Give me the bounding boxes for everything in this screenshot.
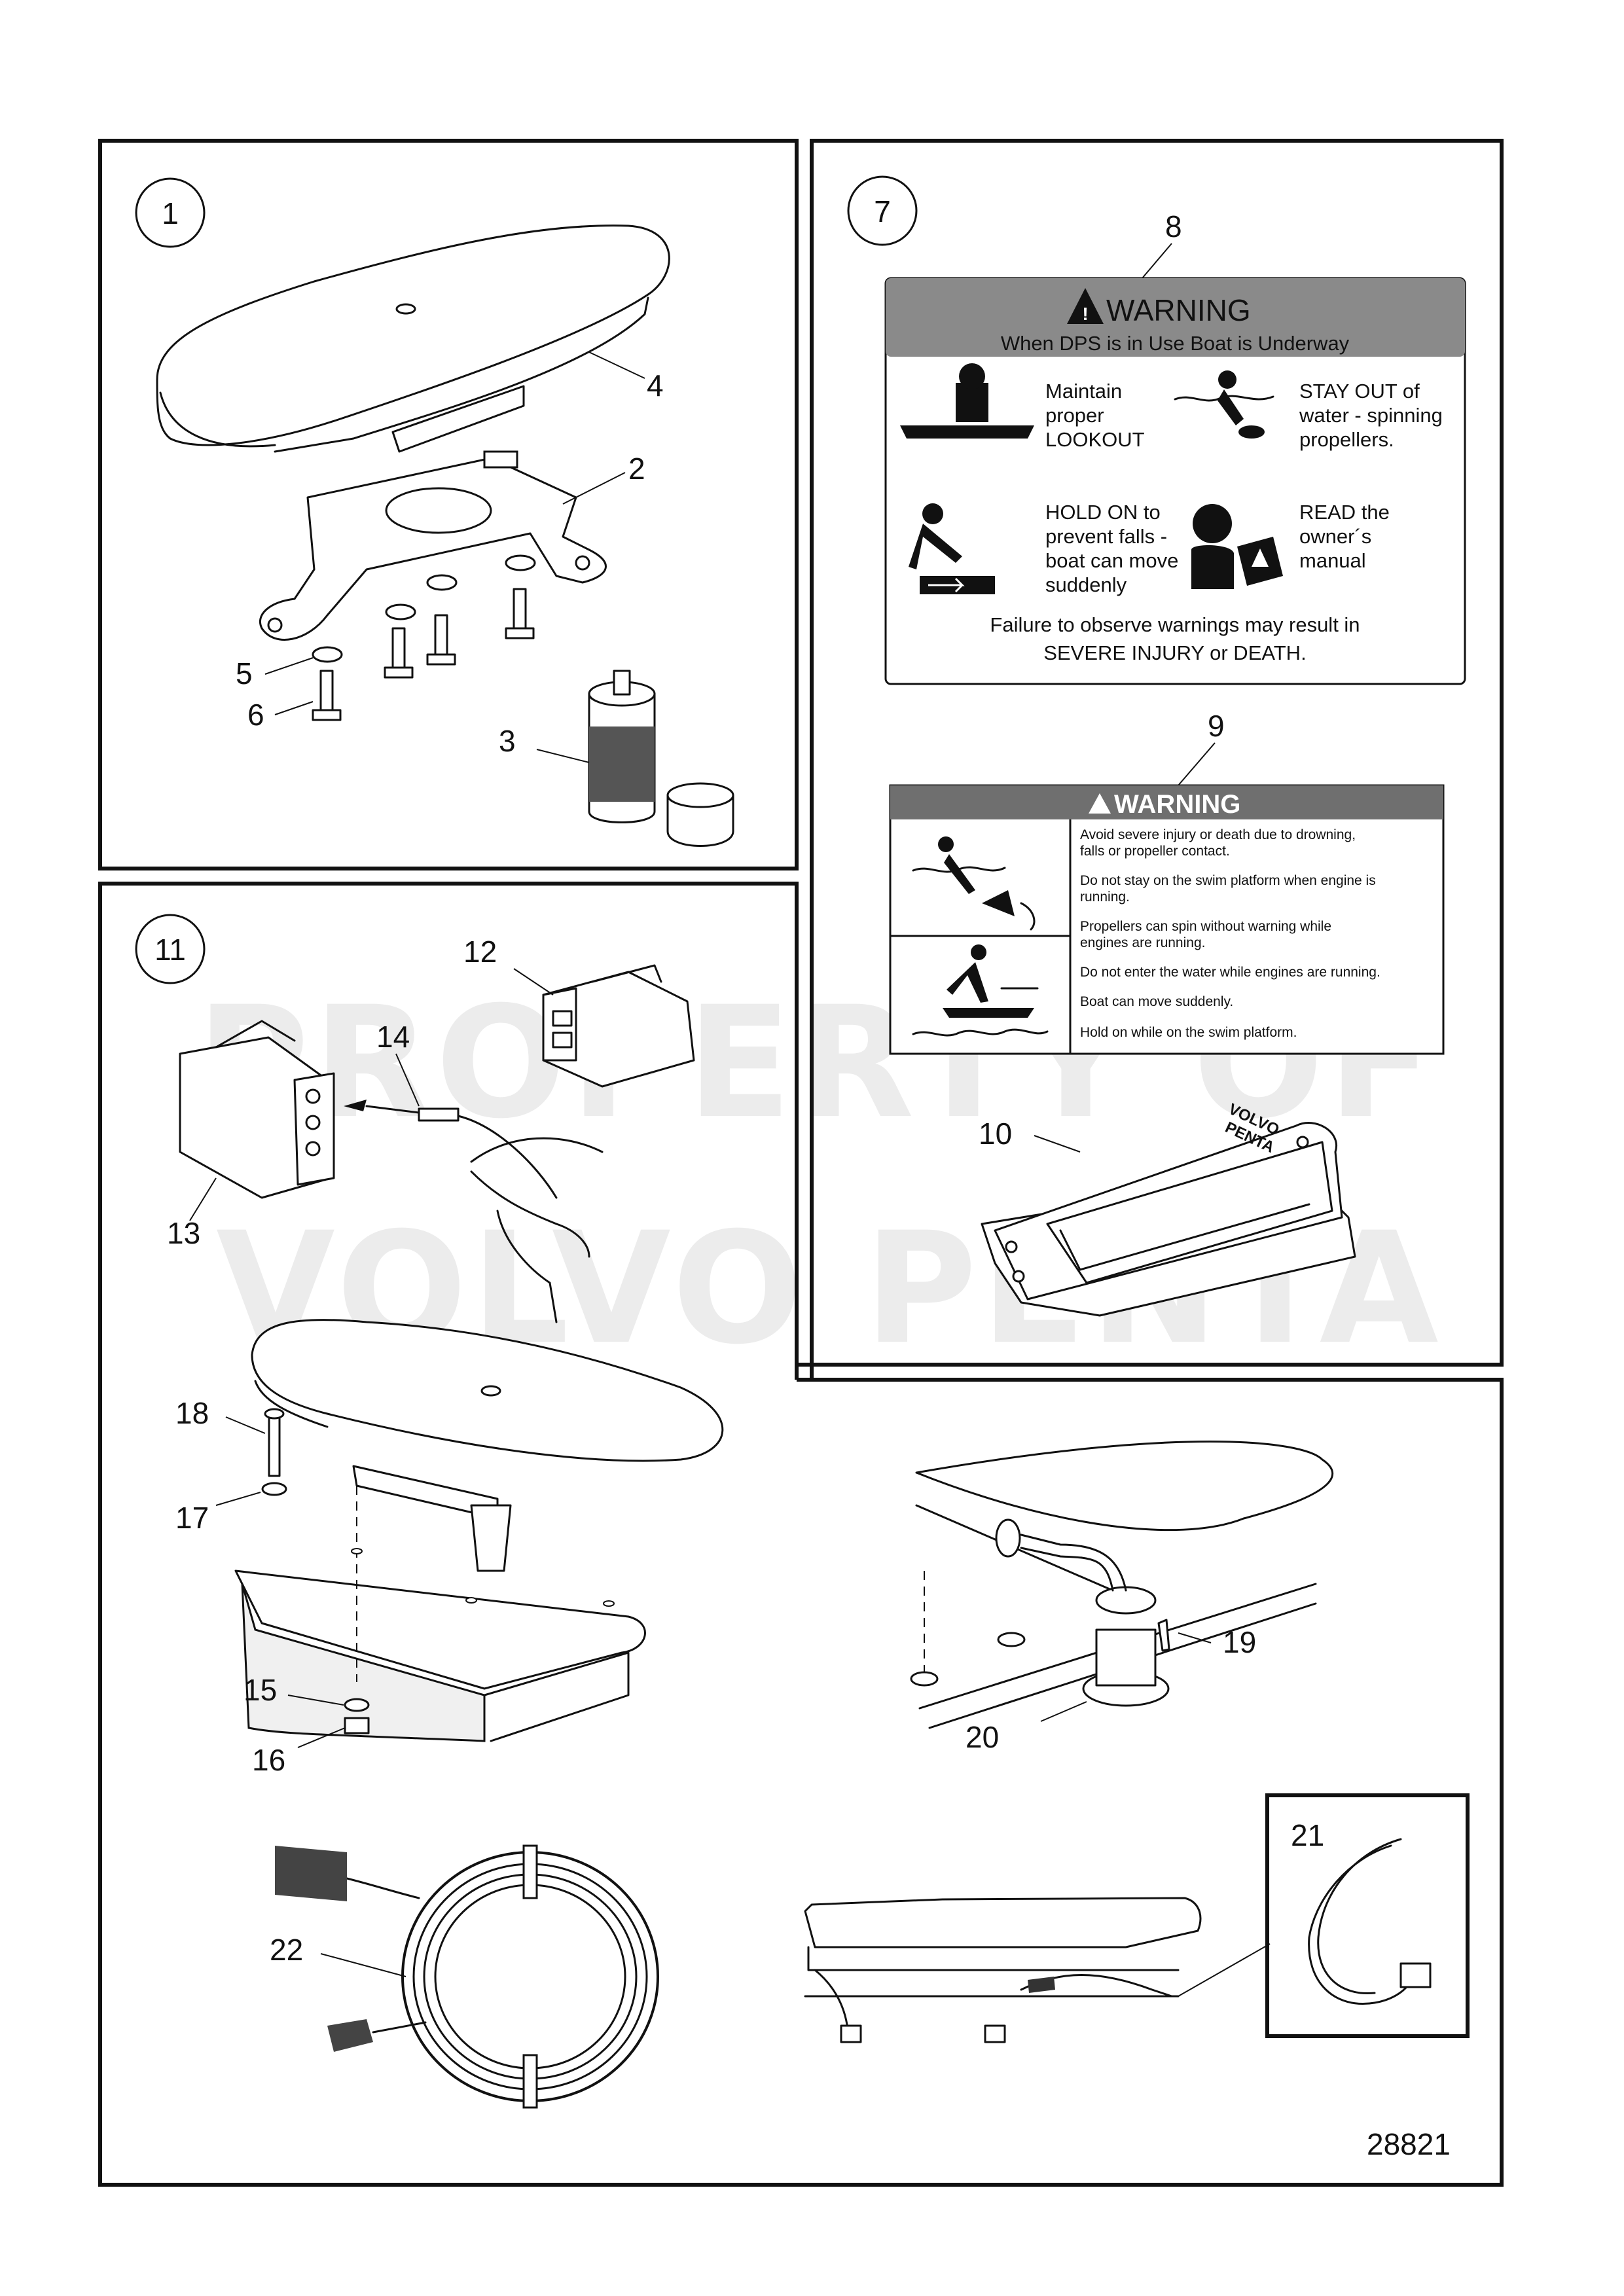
label8-q4-l1: READ the	[1299, 501, 1390, 524]
bolt-18-washer-17	[261, 1408, 287, 1496]
label8-q2-l3: propellers.	[1299, 428, 1394, 451]
label8-subtitle: When DPS is in Use Boat is Underway	[1001, 332, 1350, 355]
callout-17: 17	[175, 1501, 209, 1535]
label9-line1: Avoid severe injury or death due to drow…	[1080, 827, 1356, 842]
callout-15: 15	[244, 1673, 277, 1707]
label9-line9: Hold on while on the swim platform.	[1080, 1025, 1297, 1040]
panel-7: 7 8 ! WARNING When DPS is in Use Boat is…	[847, 175, 1466, 1317]
callout-1: 1	[162, 196, 179, 230]
callout-11: 11	[154, 933, 186, 967]
propeller-pictogram	[1174, 370, 1274, 439]
callout-7: 7	[874, 194, 891, 228]
callout-5: 5	[236, 656, 253, 691]
label8-footer-l1: Failure to observe warnings may result i…	[990, 613, 1360, 636]
label9-line2: falls or propeller contact.	[1080, 844, 1230, 859]
label8-q3-l3: boat can move	[1045, 549, 1178, 572]
antenna-unit	[156, 224, 670, 453]
sealant-tube-and-cap	[588, 670, 734, 847]
swimmer-propeller-pictogram	[912, 836, 1036, 931]
fall-pictogram	[909, 503, 995, 594]
label9-line3: Do not stay on the swim platform when en…	[1080, 873, 1376, 888]
label8-q4-l2: owner´s	[1299, 525, 1371, 548]
label8-title: WARNING	[1106, 293, 1251, 327]
label8-q1-l3: LOOKOUT	[1045, 428, 1145, 451]
panel-frames	[98, 139, 1504, 2187]
label8-q1-l1: Maintain	[1045, 380, 1122, 403]
warning-label-9: WARNING Avoid severe injury or death due…	[889, 784, 1445, 1055]
callout-6: 6	[247, 698, 264, 732]
control-box-10: VOLVO PENTA	[981, 1100, 1356, 1317]
drawing-number: 28821	[1367, 2127, 1451, 2161]
callout-20: 20	[965, 1720, 999, 1754]
callout-9: 9	[1208, 709, 1225, 743]
callout-18: 18	[175, 1396, 209, 1430]
callout-4: 4	[647, 368, 664, 403]
svg-text:!: !	[1082, 304, 1088, 324]
panel-11: 11 12 13	[135, 914, 1470, 2109]
label8-q4-l3: manual	[1299, 549, 1366, 572]
callout-2: 2	[628, 452, 645, 486]
label8-q2-l1: STAY OUT of	[1299, 380, 1420, 403]
wiring-harness-22	[275, 1844, 659, 2109]
callout-19: 19	[1223, 1625, 1256, 1659]
panel-1-frame	[98, 139, 799, 870]
label8-q3-l4: suddenly	[1045, 573, 1127, 596]
callout-22: 22	[270, 1933, 303, 1967]
label8-q2-l2: water - spinning	[1299, 404, 1443, 427]
label8-q3-l1: HOLD ON to	[1045, 501, 1161, 524]
label8-footer-l2: SEVERE INJURY or DEATH.	[1043, 641, 1306, 664]
read-manual-pictogram	[1191, 504, 1283, 589]
label9-line7: Do not enter the water while engines are…	[1080, 965, 1380, 980]
inset-21: 21	[1265, 1793, 1470, 2038]
hand-illustration	[470, 1137, 604, 1323]
callout-13: 13	[167, 1216, 200, 1250]
warning-label-8: ! WARNING When DPS is in Use Boat is Und…	[884, 277, 1466, 685]
callout-14: 14	[376, 1020, 410, 1054]
label9-line8: Boat can move suddenly.	[1080, 994, 1233, 1009]
label9-line4: running.	[1080, 889, 1130, 905]
label9-line6: engines are running.	[1080, 935, 1205, 950]
callout-3: 3	[499, 724, 516, 758]
callout-16: 16	[252, 1743, 285, 1777]
cable-fitting-20	[910, 1441, 1334, 1729]
antenna-on-deck	[234, 1319, 724, 1742]
lookout-pictogram	[900, 363, 1034, 439]
callout-10: 10	[979, 1117, 1012, 1151]
antenna-side-view	[804, 1897, 1202, 2043]
label9-title: WARNING	[1114, 790, 1240, 819]
mounting-bracket	[259, 450, 607, 641]
label8-q1-l2: proper	[1045, 404, 1104, 427]
callout-8: 8	[1165, 209, 1182, 243]
swim-platform-pictogram	[912, 944, 1049, 1037]
label9-line5: Propellers can spin without warning whil…	[1080, 919, 1331, 934]
panel-1: 1 4 2	[135, 177, 734, 847]
callout-21: 21	[1291, 1818, 1324, 1852]
connector-13	[179, 1020, 335, 1199]
connector-12	[542, 964, 695, 1088]
terminal-pin-14	[344, 1100, 558, 1199]
washers-and-bolts	[312, 554, 536, 721]
callout-12: 12	[463, 935, 497, 969]
label8-q3-l2: prevent falls -	[1045, 525, 1167, 548]
